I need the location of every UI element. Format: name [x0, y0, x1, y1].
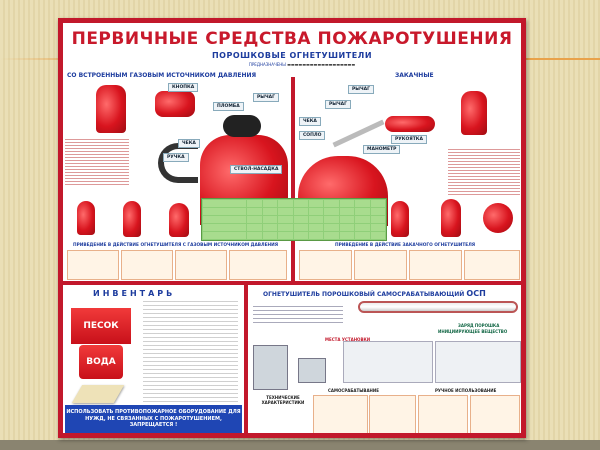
inventory-header: ИНВЕНТАРЬ [93, 289, 176, 298]
osp-specs-label: ТЕХНИЧЕСКИЕ ХАРАКТЕРИСТИКИ [261, 395, 305, 405]
osp-header: ОГНЕТУШИТЕЛЬ ПОРОШКОВЫЙ САМОСРАБАТЫВАЮЩИ… [263, 289, 486, 298]
label-grip: РУКОЯТКА [391, 135, 427, 144]
description-text-right [448, 147, 520, 197]
osp-description [253, 303, 343, 325]
self-trigger-panel-1 [313, 395, 368, 433]
valve-head [223, 115, 261, 137]
asbestos-blanket [71, 385, 125, 403]
divider-vertical [291, 77, 295, 281]
inventory-description [143, 298, 238, 408]
osp-install-label: МЕСТА УСТАНОВКИ [325, 337, 371, 342]
osp-tube [358, 301, 518, 313]
label-nozzle-barrel: СТВОЛ-НАСАДКА [230, 165, 283, 174]
manual-use-panel-2 [470, 395, 520, 433]
lever-graphic [332, 119, 385, 148]
manual-use-panel-1 [418, 395, 468, 433]
step-panel-8 [464, 250, 520, 280]
label-lever-right: РЫЧАГ [325, 100, 351, 109]
extinguisher-model-3 [169, 203, 189, 237]
hose [158, 143, 198, 183]
step-panel-6 [354, 250, 407, 280]
label-lever-right-top: РЫЧАГ [348, 85, 374, 94]
osp-manual-label: РУЧНОЕ ИСПОЛЬЗОВАНИЕ [435, 388, 497, 393]
slide-footer-bar [0, 440, 600, 450]
extinguisher-model-1 [77, 201, 95, 235]
extinguisher-cutaway-left [96, 85, 126, 133]
action-header-gas: ПРИВЕДЕНИЕ В ДЕЙСТВИЕ ОГНЕТУШИТЕЛЯ С ГАЗ… [73, 243, 279, 248]
description-text-left [65, 137, 129, 187]
section-gas-source: СО ВСТРОЕННЫМ ГАЗОВЫМ ИСТОЧНИКОМ ДАВЛЕНИ… [67, 72, 257, 79]
label-handle: РУЧКА [163, 153, 189, 162]
sand-box: ПЕСОК [71, 308, 131, 344]
step-panel-1 [67, 250, 119, 280]
step-panel-5 [299, 250, 352, 280]
specifications-table [201, 198, 387, 241]
electrical-unit [298, 358, 326, 383]
water-barrel: ВОДА [79, 345, 123, 379]
label-pin-right: ЧЕКА [299, 117, 321, 126]
extinguisher-model-4 [391, 201, 409, 237]
purpose-label: ПРЕДНАЗНАЧЕНЫ ▬▬▬▬▬▬▬▬▬▬▬▬▬▬▬▬▬▬ [248, 62, 356, 67]
warning-box: ИСПОЛЬЗОВАТЬ ПРОТИВОПОЖАРНОЕ ОБОРУДОВАНИ… [65, 405, 242, 433]
label-seal: ПЛОМБА [213, 102, 244, 111]
osp-title: ОГНЕТУШИТЕЛЬ ПОРОШКОВЫЙ САМОСРАБАТЫВАЮЩИ… [263, 291, 465, 298]
step-panel-7 [409, 250, 462, 280]
extinguisher-model-2 [123, 201, 141, 237]
action-header-stored: ПРИВЕДЕНИЕ В ДЕЙСТВИЕ ЗАКАЧНОГО ОГНЕТУШИ… [335, 243, 476, 248]
step-panel-4 [229, 250, 287, 280]
label-pin: ЧЕКА [178, 139, 200, 148]
step-panel-2 [121, 250, 173, 280]
step-panel-3 [175, 250, 227, 280]
fire-safety-poster: ПЕРВИЧНЫЕ СРЕДСТВА ПОЖАРОТУШЕНИЯ ПОРОШКО… [58, 18, 526, 438]
poster-title: ПЕРВИЧНЫЕ СРЕДСТВА ПОЖАРОТУШЕНИЯ [71, 29, 513, 49]
label-lever: РЫЧАГ [253, 93, 279, 102]
extinguisher-head-small [155, 91, 195, 117]
install-room-1 [343, 341, 433, 383]
divider-bottom [244, 281, 248, 433]
osp-code: ОСП [466, 289, 486, 298]
extinguisher-head-right [385, 116, 435, 132]
divider-horizontal [63, 281, 521, 285]
label-button: КНОПКА [168, 83, 199, 92]
poster-subtitle: ПОРОШКОВЫЕ ОГНЕТУШИТЕЛИ [211, 51, 373, 60]
extinguisher-model-6 [483, 203, 513, 233]
electrical-cabinet [253, 345, 288, 390]
label-gauge: МАНОМЕТР [363, 145, 401, 154]
section-stored-pressure: ЗАКАЧНЫЕ [395, 72, 434, 79]
install-room-2 [435, 341, 521, 383]
extinguisher-cutaway-right [461, 91, 487, 135]
purpose-text: ПРЕДНАЗНАЧЕНЫ [248, 62, 286, 67]
osp-initiator-label: ИНИЦИИРУЮЩЕЕ ВЕЩЕСТВО [438, 329, 508, 334]
label-nozzle: СОПЛО [299, 131, 326, 140]
self-trigger-panel-2 [369, 395, 416, 433]
osp-self-label: САМОСРАБАТЫВАНИЕ [328, 388, 379, 393]
extinguisher-model-5 [441, 199, 461, 237]
osp-powder-label: ЗАРЯД ПОРОШКА [458, 323, 500, 328]
